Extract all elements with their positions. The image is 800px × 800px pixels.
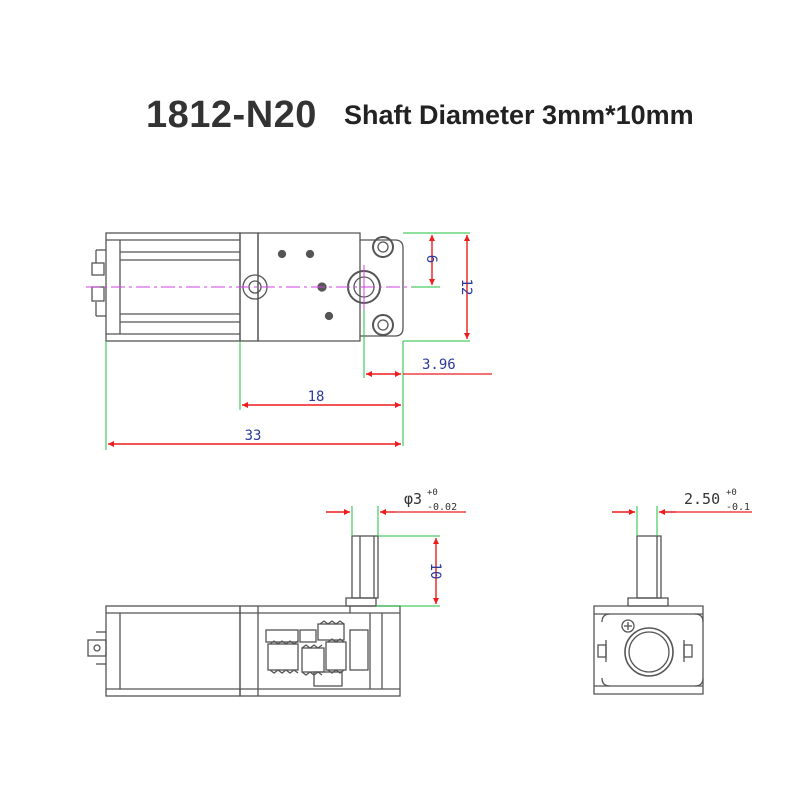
dim-33-label: 33 bbox=[245, 428, 262, 444]
side-gearbox bbox=[239, 597, 401, 697]
dim-total-length: 33 bbox=[105, 341, 401, 450]
side-view bbox=[87, 535, 401, 697]
dim-2-50-label: 2.50 bbox=[684, 490, 720, 508]
side-shaft bbox=[351, 535, 379, 599]
dim-10-label: 10 bbox=[427, 563, 443, 580]
dim-shaft-length: 10 bbox=[376, 535, 443, 607]
dim-2-50-upper-tol: +0 bbox=[726, 488, 737, 498]
dim-12-label: 12 bbox=[458, 279, 474, 296]
dim-6-label: 6 bbox=[423, 255, 439, 263]
end-housing bbox=[593, 605, 704, 695]
dim-height: 6 12 bbox=[403, 232, 474, 342]
dim-3-96-label: 3.96 bbox=[422, 357, 456, 373]
side-terminals bbox=[87, 631, 107, 665]
dim-flat-width: 2.50 +0 -0.1 bbox=[612, 488, 752, 536]
shaft-spec-title: Shaft Diameter 3mm*10mm bbox=[344, 100, 694, 130]
dim-phi3-upper-tol: +0 bbox=[427, 488, 438, 498]
side-motor-can bbox=[105, 605, 241, 697]
dim-18-label: 18 bbox=[308, 389, 325, 405]
dim-gearbox-length: 18 bbox=[239, 341, 404, 446]
dim-phi3-lower-tol: -0.02 bbox=[427, 502, 457, 513]
dim-2-50-lower-tol: -0.1 bbox=[726, 502, 750, 513]
top-view bbox=[86, 232, 412, 342]
dim-shaft-diameter: φ3 +0 -0.02 bbox=[326, 488, 466, 536]
end-view bbox=[593, 535, 704, 695]
motor-terminals bbox=[91, 249, 106, 317]
dim-phi3-label: φ3 bbox=[404, 490, 422, 508]
end-shaft bbox=[627, 535, 669, 607]
model-title: 1812-N20 bbox=[146, 94, 317, 136]
dim-shaft-offset: 3.96 bbox=[363, 310, 492, 378]
